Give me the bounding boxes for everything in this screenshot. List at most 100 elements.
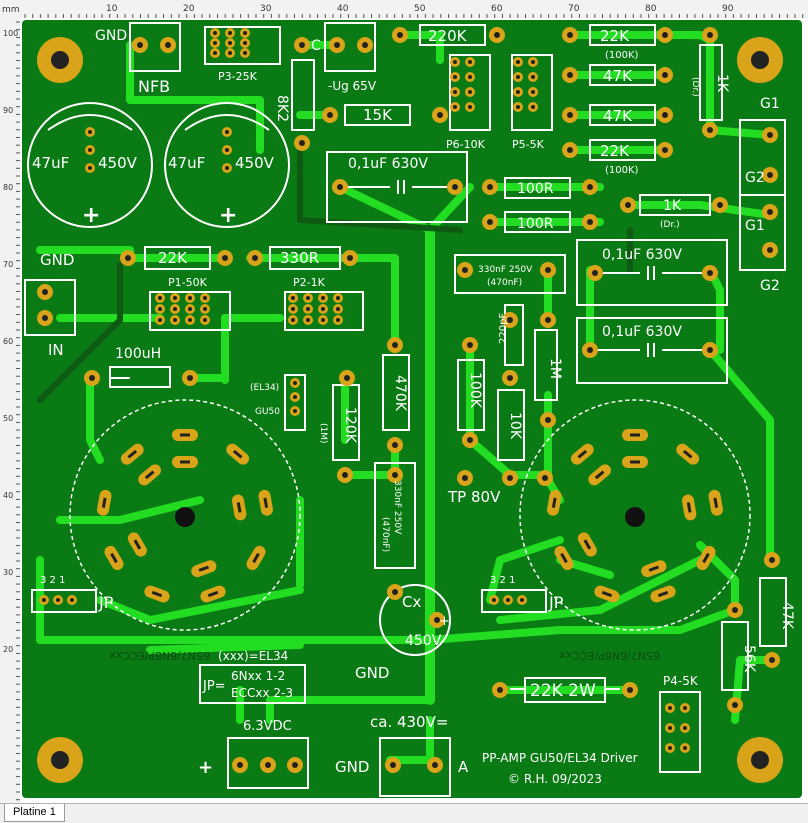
pad-drill [187, 375, 193, 381]
pad-drill [243, 41, 247, 45]
pad-drill [334, 42, 340, 48]
pad-drill [662, 112, 668, 118]
pad-drill [627, 687, 633, 693]
label-c-right2: 0,1uF 630V [602, 324, 682, 340]
ruler-top-label: 80 [645, 4, 657, 14]
pad-drill [683, 746, 687, 750]
pad-drill [453, 90, 457, 94]
tube-pin-drill [180, 433, 190, 437]
pad-drill [516, 75, 520, 79]
pad-drill [228, 31, 232, 35]
pad-drill [507, 475, 513, 481]
trace-layer [36, 31, 774, 764]
ruler-left-label: 70 [3, 260, 13, 269]
label-p2: P2-1K [293, 276, 326, 289]
label-copyright: © R.H. 09/2023 [508, 772, 602, 786]
pad-drill [188, 318, 192, 322]
pad-drill [587, 219, 593, 225]
pad-drill [587, 184, 593, 190]
label-p6: P6-10K [446, 138, 486, 151]
label-c330n-bot: 330nF 250V [392, 480, 402, 535]
label-cap2-v: 450V [235, 154, 275, 172]
label-cx: Cx [402, 593, 421, 611]
label-r22k-left: 22K [158, 249, 188, 267]
tube-pin-drill [601, 590, 613, 598]
label-g1-top: G1 [760, 96, 780, 112]
label-r47k-v: 47K [779, 602, 795, 630]
pad-drill [767, 172, 773, 178]
label-ecc: ECCxx 2-3 [231, 686, 293, 700]
label-p1: P1-50K [168, 276, 208, 289]
label-r220k: 220K [428, 27, 468, 45]
label-r15k: 15K [363, 106, 393, 124]
pad-drill [165, 42, 171, 48]
pad-drill [683, 706, 687, 710]
tube-pads [97, 429, 723, 603]
tube-pin-drill [630, 460, 640, 464]
pad-drill [213, 31, 217, 35]
label-6n: 6Nxx 1-2 [231, 669, 285, 683]
pad-drill [88, 130, 92, 134]
pad-drill [225, 130, 229, 134]
tube-pin-drill [594, 470, 605, 480]
ruler-top-label: 70 [568, 4, 580, 14]
ruler-left-label: 80 [3, 183, 13, 192]
label-r22k-mid-sub: (100K) [605, 165, 639, 176]
tab-platine-1[interactable]: Platine 1 [4, 804, 65, 822]
pad-drill [321, 318, 325, 322]
inner-trace-layer [37, 147, 633, 403]
label-r22k-mid: 22K [600, 142, 630, 160]
tube-pin-drill [207, 590, 219, 598]
pad-drill [299, 140, 305, 146]
pad-drill [188, 296, 192, 300]
pad-drill [707, 32, 713, 38]
pad-drill [567, 112, 573, 118]
label-ca430: ca. 430V= [370, 713, 448, 731]
tube-pin-drill [252, 552, 260, 564]
label-r100r-1: 100R [517, 181, 554, 197]
pad-drill [347, 255, 353, 261]
tube-pin-drill [144, 470, 155, 480]
label-p3: P3-25K [218, 70, 258, 83]
tube-pin-drill [133, 539, 142, 550]
pad-drill [683, 726, 687, 730]
tube-pin-drill [198, 565, 210, 572]
pad-drill [668, 726, 672, 730]
pad-drill [516, 90, 520, 94]
label-tube-r: 6SN7/6N8P/ECCxx [559, 649, 660, 662]
pad-drill [362, 42, 368, 48]
pad-drill [662, 72, 668, 78]
pad-drill [487, 184, 493, 190]
pad-drill [506, 598, 510, 602]
pad-drill [327, 112, 333, 118]
label-c330n-top: 330nF 250V [478, 265, 533, 275]
label-r47k-1: 47K [603, 67, 633, 85]
ruler-top-label: 40 [337, 4, 349, 14]
pad-layer [37, 27, 780, 773]
pad-drill [732, 702, 738, 708]
ruler-top-label: 30 [260, 4, 272, 14]
label-nfb: NFB [138, 77, 170, 96]
pad-drill [625, 202, 631, 208]
label-jp-eq: JP= [202, 679, 226, 694]
pad-drill [432, 762, 438, 768]
pad-drill [468, 60, 472, 64]
label-gnd-top: GND [95, 28, 127, 44]
label-plus-6v3: + [198, 757, 213, 778]
pad-drill [321, 296, 325, 300]
ruler-top-label: 10 [106, 4, 118, 14]
pad-drill [468, 90, 472, 94]
ruler-left-label: 30 [3, 568, 13, 577]
pad-drill [292, 762, 298, 768]
sheet-tab-bar: Platine 1 [0, 803, 808, 823]
pad-drill [567, 32, 573, 38]
pad-drill [306, 318, 310, 322]
label-a: A [458, 758, 469, 776]
pad-drill [662, 147, 668, 153]
label-g1-bot: G1 [745, 218, 765, 234]
pad-drill [158, 318, 162, 322]
pad-drill [158, 296, 162, 300]
tube-pin-drill [682, 449, 693, 459]
pad-drill [291, 307, 295, 311]
